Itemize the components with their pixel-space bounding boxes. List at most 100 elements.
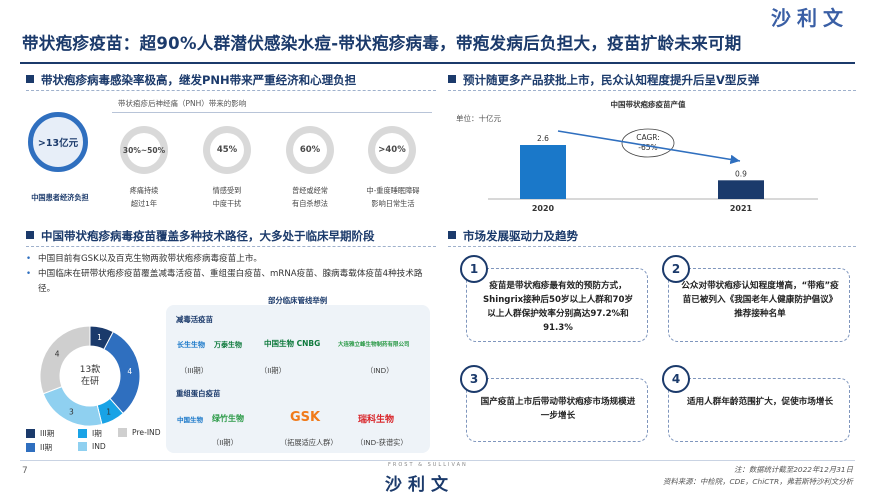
- brand-subtitle: FROST & SULLIVAN: [388, 462, 468, 468]
- vendor-logo-yalifeng: 大连雅立峰生物制药有限公司: [338, 342, 410, 348]
- impact-ring-2: 45%: [203, 126, 251, 174]
- section-heading-market-value: 预计随更多产品获批上市，民众认知程度提升后呈V型反弹: [448, 72, 759, 88]
- impact-ring-1: 30%~50%: [120, 126, 168, 174]
- economic-burden-caption: 中国患者经济负担: [31, 193, 89, 202]
- driver-text-2: 公众对带状疱疹认知程度增高，“带疱”疫苗已被列入《我国老年人健康防护倡议》推荐接…: [681, 281, 839, 319]
- impact-caption-1: 疼痛持续超过1年: [129, 186, 159, 208]
- top-logo: 沙利文: [771, 6, 849, 30]
- section-marker-icon: [26, 231, 34, 239]
- section-marker-icon: [448, 231, 456, 239]
- economic-burden-circle: >13亿元: [28, 112, 88, 172]
- legend-item: IND: [78, 442, 106, 451]
- legend-swatch: [78, 442, 87, 451]
- donut-segment-IND: [42, 385, 103, 427]
- cagr-value: -65%: [638, 143, 657, 152]
- donut-center-count: 13款: [80, 363, 100, 375]
- vendor-logo-changsheng: 长生生物: [177, 341, 205, 349]
- vendor-stage-yalifeng: （IND）: [366, 366, 394, 375]
- chart-title: 中国带状疱疹疫苗产值: [611, 99, 686, 109]
- cagr-trend-arrow: [557, 130, 741, 165]
- impact-value-3: 60%: [293, 133, 327, 167]
- impact-caption-2: 情感受到中度干扰: [212, 186, 242, 208]
- legend-item: II期: [26, 442, 52, 453]
- bar-2020: [520, 145, 566, 199]
- economic-burden-value: >13亿元: [37, 138, 79, 149]
- donut-value-label: 1: [97, 333, 102, 342]
- donut-value-label: 1: [106, 407, 111, 416]
- section-heading-drivers: 市场发展驱动力及趋势: [448, 228, 578, 244]
- driver-card-2: 2 公众对带状疱疹认知程度增高，“带疱”疫苗已被列入《我国老年人健康防护倡议》推…: [662, 255, 850, 342]
- vendor-stage-lvzhu: （II期）: [212, 438, 238, 447]
- driver-number-1: 1: [460, 255, 488, 283]
- legend-item: I期: [78, 428, 102, 439]
- section-divider: [26, 246, 436, 247]
- donut-value-label: 4: [55, 349, 60, 358]
- impact-value-2: 45%: [210, 133, 244, 167]
- section-divider: [448, 246, 856, 247]
- x-tick-label: 2020: [532, 204, 555, 213]
- pipeline-bullets: 中国目前有GSK以及百克生物两款带状疱疹病毒疫苗上市。 中国临床在研带状疱疹疫苗…: [26, 252, 436, 297]
- section-heading-infection: 带状疱疹病毒感染率极高，继发PNH带来严重经济和心理负担: [26, 72, 356, 88]
- legend-label: IND: [92, 442, 106, 451]
- cagr-callout: CAGR: -65%: [621, 128, 675, 158]
- bullet-item: 中国临床在研带状疱疹疫苗覆盖减毒活疫苗、重组蛋白疫苗、mRNA疫苗、腺病毒载体疫…: [26, 267, 436, 297]
- chart-unit: 单位：十亿元: [456, 113, 501, 123]
- impact-caption-3: 曾经或经常有自杀想法: [292, 186, 328, 208]
- recombinant-vaccine-label: 重组蛋白疫苗: [176, 389, 221, 398]
- legend-swatch: [118, 428, 127, 437]
- pnh-bracket: [112, 112, 432, 113]
- legend-label: I期: [92, 429, 102, 438]
- footer-note: 注：数据统计截至2022年12月31日: [734, 465, 853, 474]
- legend-swatch: [26, 443, 35, 452]
- vendor-stage-gsk: （拓展适应人群）: [280, 438, 338, 447]
- section-heading-pipeline: 中国带状疱疹病毒疫苗覆盖多种技术路径，大多处于临床早期阶段: [26, 228, 375, 244]
- section-divider: [448, 90, 856, 91]
- vendor-logo-cnbg: 中国生物 CNBG: [264, 339, 321, 348]
- driver-number-3: 3: [460, 365, 488, 393]
- donut-segment-Pre-IND: [39, 325, 91, 395]
- pnh-subheading: 带状疱疹后神经痛（PNH）带来的影响: [118, 99, 247, 108]
- donut-value-label: 4: [127, 367, 132, 376]
- legend-swatch: [26, 429, 35, 438]
- driver-number-2: 2: [662, 255, 690, 283]
- driver-text-3: 国产疫苗上市后带动带状疱疹市场规模进一步增长: [480, 397, 636, 421]
- driver-card-4: 4 适用人群年龄范围扩大，促使市场增长: [662, 365, 850, 442]
- legend-label: III期: [40, 429, 55, 438]
- vendor-stage-cnbg: （II期）: [260, 366, 286, 375]
- page-number: 7: [22, 466, 28, 476]
- section-divider: [26, 90, 436, 91]
- vendor-logo-cnbg-recomb: 中国生物: [177, 416, 203, 424]
- vendor-logo-ruike: 瑞科生物: [358, 415, 395, 425]
- legend-swatch: [78, 429, 87, 438]
- cagr-label: CAGR:: [636, 133, 660, 142]
- bullet-item: 中国目前有GSK以及百克生物两款带状疱疹病毒疫苗上市。: [26, 252, 436, 267]
- vendor-stage-changsheng: （III期）: [180, 366, 208, 375]
- driver-text-4: 适用人群年龄范围扩大，促使市场增长: [686, 397, 834, 407]
- driver-number-4: 4: [662, 365, 690, 393]
- driver-card-1: 1 疫苗是带状疱疹最有效的预防方式，Shingrix接种后50岁以上人群和70岁…: [460, 255, 648, 342]
- bar-value-label: 0.9: [735, 169, 747, 178]
- vendor-logo-lvzhu: 绿竹生物: [212, 414, 244, 423]
- cases-title: 部分临床管线举例: [268, 296, 328, 305]
- bar-value-label: 2.6: [537, 134, 549, 143]
- vendor-logo-gsk: GSK: [290, 410, 321, 425]
- brand-logo: 沙利文: [385, 475, 454, 493]
- page-title: 带状疱疹疫苗：超90%人群潜伏感染水痘-带状疱疹病毒，带疱发病后负担大，疫苗扩龄…: [22, 34, 742, 53]
- vendor-stage-ruike: （IND-获谱实）: [356, 438, 408, 447]
- legend-label: II期: [40, 443, 53, 452]
- impact-value-1: 30%~50%: [123, 133, 165, 167]
- impact-ring-3: 60%: [286, 126, 334, 174]
- vaccine-value-chart: 中国带状疱疹疫苗产值 单位：十亿元 2.6 2020 0.9 2021 CAGR: -…: [456, 99, 818, 213]
- vendor-logo-wantai: 万泰生物: [214, 341, 242, 349]
- x-tick-label: 2021: [730, 204, 753, 213]
- impact-caption-4: 中-重度睡眠障碍影响日常生活: [366, 186, 420, 208]
- legend-item: III期: [26, 428, 54, 439]
- impact-ring-4: >40%: [368, 126, 416, 174]
- driver-text-1: 疫苗是带状疱疹最有效的预防方式，Shingrix接种后50岁以上人群和70岁以上…: [482, 281, 634, 333]
- legend-item: Pre-IND: [118, 428, 161, 437]
- legend-label: Pre-IND: [132, 428, 161, 437]
- donut-value-label: 3: [69, 407, 74, 416]
- driver-card-3: 3 国产疫苗上市后带动带状疱疹市场规模进一步增长: [460, 365, 648, 442]
- pipeline-cases-panel: [166, 305, 430, 453]
